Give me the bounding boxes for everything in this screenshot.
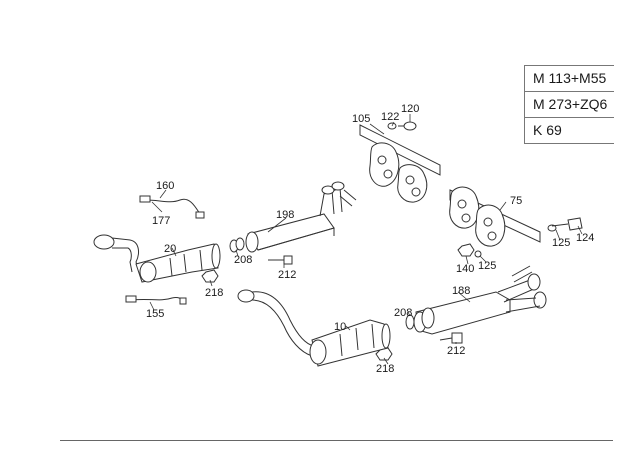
label-20: 20 <box>164 243 176 255</box>
hanger-bracket-105 <box>359 124 441 203</box>
label-122: 122 <box>381 111 399 123</box>
muffler-188 <box>413 265 547 335</box>
label-75: 75 <box>510 195 522 207</box>
label-208-upper: 208 <box>234 254 252 266</box>
label-218-lower: 218 <box>376 363 394 375</box>
oxygen-sensor-160 <box>139 195 205 219</box>
label-218-upper: 218 <box>205 287 223 299</box>
front-pipe-20 <box>93 234 221 283</box>
label-124: 124 <box>576 232 594 244</box>
label-177: 177 <box>152 215 170 227</box>
label-120: 120 <box>401 103 419 115</box>
label-212-lower: 212 <box>447 345 465 357</box>
label-105: 105 <box>352 113 370 125</box>
label-188: 188 <box>452 285 470 297</box>
label-212-upper: 212 <box>278 269 296 281</box>
model-code-table: M 113+M55 M 273+ZQ6 K 69 <box>524 65 614 144</box>
label-155: 155 <box>146 308 164 320</box>
bolt-212-upper <box>268 255 293 265</box>
hanger-bracket-75 <box>449 186 541 247</box>
bottom-divider <box>60 440 613 441</box>
label-125-right: 125 <box>552 237 570 249</box>
model-code-row: M 273+ZQ6 <box>525 92 614 118</box>
label-10: 10 <box>334 321 346 333</box>
label-125-left: 125 <box>478 260 496 272</box>
nut-218-upper <box>201 269 219 283</box>
label-198: 198 <box>276 209 294 221</box>
model-code-row: K 69 <box>533 122 562 138</box>
gasket-208-lower <box>405 314 415 330</box>
nut-218-lower <box>375 347 393 361</box>
model-code-row: M 113+M55 <box>525 66 614 92</box>
bolt-124 <box>547 217 583 232</box>
muffler-198 <box>235 181 357 253</box>
bolt-212-lower <box>439 332 463 344</box>
label-208-lower: 208 <box>394 307 412 319</box>
label-140: 140 <box>456 263 474 275</box>
oxygen-sensor-155 <box>125 295 187 305</box>
leader-lines <box>149 114 583 365</box>
label-160: 160 <box>156 180 174 192</box>
nut-140 <box>457 243 482 258</box>
front-pipe-10 <box>237 289 391 367</box>
